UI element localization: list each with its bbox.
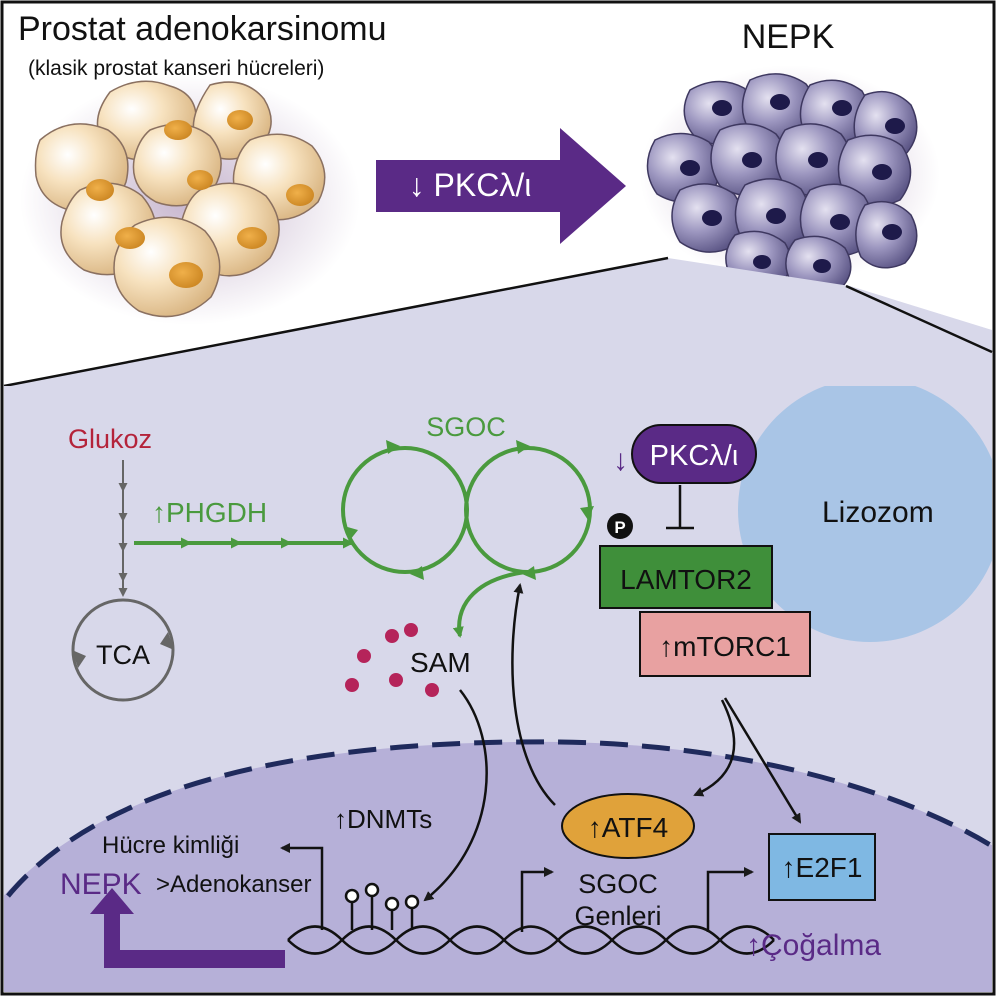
mtorc1-label: ↑mTORC1: [659, 631, 791, 662]
adenocarcinoma-subtitle: (klasik prostat kanseri hücreleri): [28, 57, 324, 80]
sgoc-to-sam-arrow: [452, 570, 526, 638]
phospho-badge: [607, 513, 633, 539]
dna-methylation-marks: [344, 882, 420, 930]
sgoc-label: SGOC: [426, 412, 506, 442]
lamtor2-box: [599, 545, 773, 609]
tca-arrowhead-2: [72, 650, 86, 668]
atf4-label: ↑ATF4: [588, 812, 668, 843]
nucleus: [4, 741, 992, 992]
hucre-kimligi-label: Hücre kimliği: [102, 832, 239, 859]
e2f1-box: [768, 833, 876, 901]
lamtor2-label: LAMTOR2: [620, 564, 752, 595]
dnmts-label: ↑DNMTs: [334, 804, 432, 834]
adenokanser-label: >Adenokanser: [156, 871, 311, 898]
atf4-node: [561, 793, 695, 859]
phgdh-label: ↑PHGDH: [152, 497, 267, 528]
nepk-identity-arrow: [90, 888, 285, 968]
mtorc1-to-e2f1-arrow: [723, 697, 802, 824]
cell-identity-arrow: [280, 843, 324, 930]
sam-to-dna-arrow: [423, 689, 488, 902]
pkc-arrow-label: ↓ PKCλ/ι: [409, 167, 532, 203]
lizozom-label: Lizozom: [822, 496, 934, 529]
zoom-wedge: [4, 258, 992, 386]
lysosome: [738, 386, 992, 642]
dna-helix: [287, 925, 775, 955]
mtorc1-box: [639, 611, 811, 677]
tca-cycle: [71, 598, 175, 702]
sgoc-genes-arrow: [520, 867, 554, 932]
nepk-identity-label: NEPK: [60, 868, 142, 901]
e2f1-label: ↑E2F1: [782, 852, 863, 883]
pkc-pill: [631, 424, 757, 484]
nepk-cell-cluster: [640, 65, 940, 295]
tca-label: TCA: [96, 640, 150, 670]
adenocarcinoma-title: Prostat adenokarsinomu: [18, 10, 387, 48]
zoom-line-right: [845, 284, 993, 354]
tca-arrowhead: [160, 632, 174, 650]
cogalma-label: ↑Çoğalma: [746, 929, 881, 962]
zoom-line-left: [3, 256, 669, 388]
pkc-label: PKCλ/ι: [650, 440, 739, 472]
glukoz-label: Glukoz: [68, 424, 152, 454]
phospho-label: P: [614, 518, 625, 537]
pkc-down-symbol: ↓: [613, 444, 628, 477]
e2f1-gene-arrow: [706, 867, 754, 932]
adenocarcinoma-cell-cluster: [20, 75, 360, 325]
nepk-title: NEPK: [742, 18, 835, 56]
atf4-to-sgoc-arrow: [511, 583, 556, 806]
sam-label: SAM: [410, 647, 471, 678]
cycle-arrowheads: [344, 440, 594, 580]
pkc-down-arrow: ↓ PKCλ/ι: [376, 128, 626, 244]
sgoc-genes-line1: SGOC: [578, 869, 658, 899]
mtorc1-to-atf4-arrow: [693, 699, 736, 797]
sam-molecules: [345, 623, 439, 697]
